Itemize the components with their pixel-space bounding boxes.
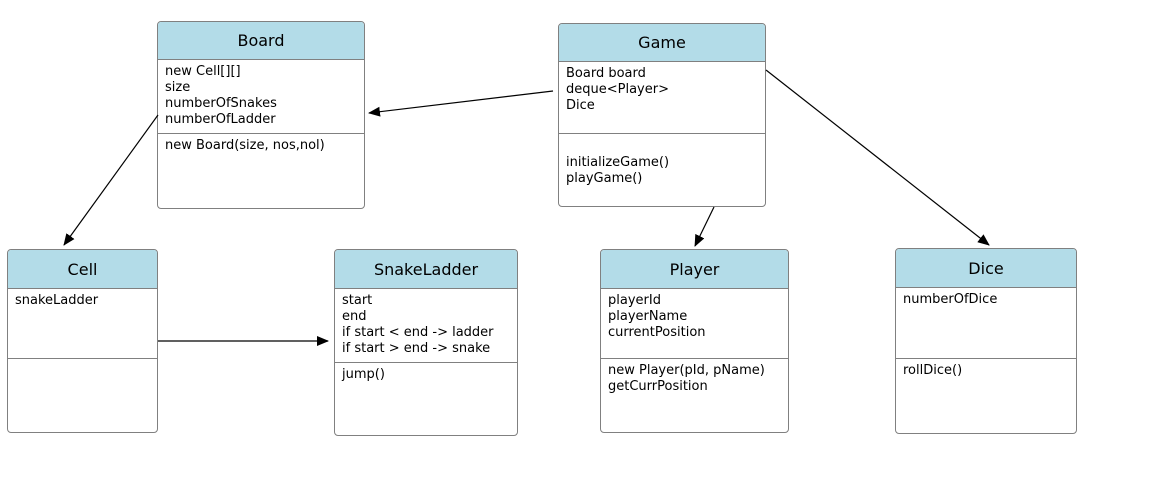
method: new Board(size, nos,nol) bbox=[165, 138, 325, 153]
attribute: numberOfLadder bbox=[165, 112, 276, 127]
class-board-methods: new Board(size, nos,nol) bbox=[158, 134, 364, 158]
attribute: numberOfSnakes bbox=[165, 96, 277, 111]
attribute: end bbox=[342, 309, 367, 324]
class-player-title: Player bbox=[601, 250, 788, 289]
class-game-title: Game bbox=[559, 24, 765, 62]
class-dice-methods: rollDice() bbox=[896, 359, 1076, 383]
attribute: currentPosition bbox=[608, 325, 706, 340]
attribute: snakeLadder bbox=[15, 293, 99, 308]
class-board-attributes: new Cell[][] size numberOfSnakes numberO… bbox=[158, 60, 364, 134]
class-cell[interactable]: Cell snakeLadder bbox=[7, 249, 158, 433]
method: jump() bbox=[342, 367, 385, 382]
class-cell-methods bbox=[8, 359, 157, 367]
method: new Player(pId, pName) bbox=[608, 363, 765, 378]
class-snakeladder[interactable]: SnakeLadder start end if start < end -> … bbox=[334, 249, 518, 436]
attribute: Dice bbox=[566, 98, 595, 113]
attribute: start bbox=[342, 293, 373, 308]
arrow-board-to-cell bbox=[63, 114, 159, 246]
attribute: size bbox=[165, 80, 191, 95]
class-cell-attributes: snakeLadder bbox=[8, 289, 157, 359]
class-cell-title: Cell bbox=[8, 250, 157, 289]
class-game-methods: initializeGame() playGame() bbox=[559, 134, 765, 191]
class-player-methods: new Player(pId, pName) getCurrPosition bbox=[601, 359, 788, 399]
method: playGame() bbox=[566, 171, 643, 186]
class-snakeladder-title: SnakeLadder bbox=[335, 250, 517, 289]
class-player[interactable]: Player playerId playerName currentPositi… bbox=[600, 249, 789, 433]
attribute: Board board bbox=[566, 66, 646, 81]
method: rollDice() bbox=[903, 363, 963, 378]
arrow-game-to-player bbox=[694, 206, 715, 247]
arrow-game-to-board bbox=[368, 90, 554, 117]
attribute: numberOfDice bbox=[903, 292, 998, 307]
class-player-attributes: playerId playerName currentPosition bbox=[601, 289, 788, 359]
class-dice-attributes: numberOfDice bbox=[896, 288, 1076, 359]
attribute: if start < end -> ladder bbox=[342, 325, 494, 340]
class-snakeladder-methods: jump() bbox=[335, 363, 517, 387]
class-snakeladder-attributes: start end if start < end -> ladder if st… bbox=[335, 289, 517, 363]
arrow-game-to-dice bbox=[765, 69, 990, 246]
class-board-title: Board bbox=[158, 22, 364, 60]
attribute: if start > end -> snake bbox=[342, 341, 491, 356]
attribute: deque<Player> bbox=[566, 82, 669, 97]
method: initializeGame() bbox=[566, 155, 670, 170]
attribute: playerId bbox=[608, 293, 661, 308]
class-dice[interactable]: Dice numberOfDice rollDice() bbox=[895, 248, 1077, 434]
attribute: playerName bbox=[608, 309, 688, 324]
method: getCurrPosition bbox=[608, 379, 708, 394]
class-board[interactable]: Board new Cell[][] size numberOfSnakes n… bbox=[157, 21, 365, 209]
attribute: new Cell[][] bbox=[165, 64, 241, 79]
class-game[interactable]: Game Board board deque<Player> Dice init… bbox=[558, 23, 766, 207]
class-game-attributes: Board board deque<Player> Dice bbox=[559, 62, 765, 134]
class-dice-title: Dice bbox=[896, 249, 1076, 288]
